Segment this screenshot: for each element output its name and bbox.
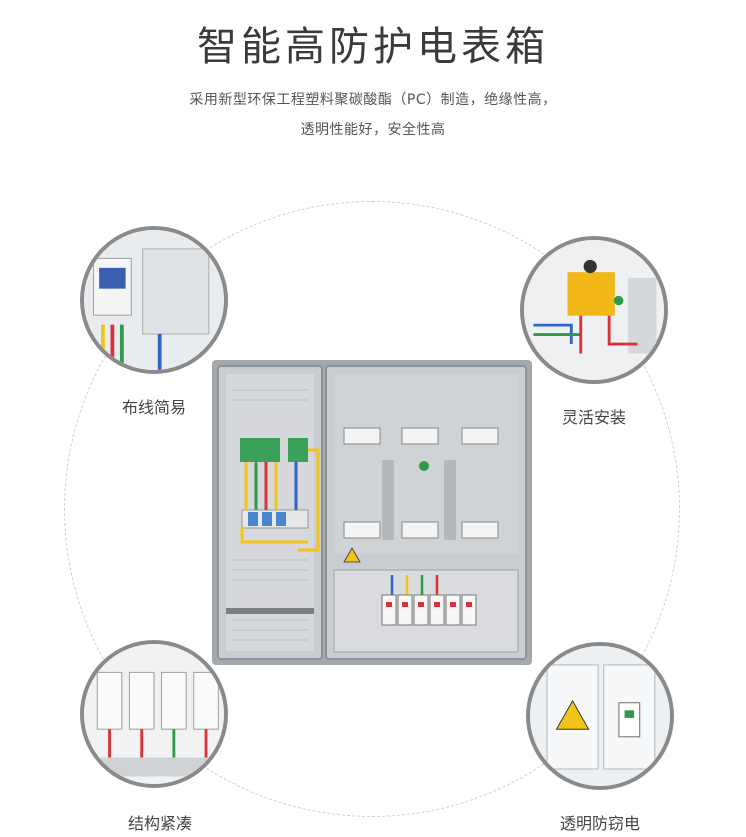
- subtitle-line-2: 透明性能好，安全性高: [300, 122, 446, 138]
- feature-label-transparent: 透明防窃电: [559, 814, 640, 833]
- feature-compact-bubble: [80, 640, 228, 788]
- meter-cabinet-graphic: [212, 360, 532, 665]
- meter-cabinet-illustration: [212, 360, 532, 665]
- page-title: 智能高防护电表箱: [197, 24, 549, 70]
- dashed-ring: [64, 201, 680, 817]
- feature-wiring-bubble: [80, 226, 228, 374]
- wiring-photo-icon: [84, 230, 224, 370]
- feature-label-mounting: 灵活安装: [561, 408, 626, 427]
- subtitle-line-1: 采用新型环保工程塑料聚碳酸酯（PC）制造，绝缘性高，: [189, 92, 557, 108]
- mounting-photo-icon: [524, 240, 664, 380]
- compact-photo-icon: [84, 644, 224, 784]
- feature-transparent-bubble: [526, 642, 674, 790]
- feature-mounting-bubble: [520, 236, 668, 384]
- transparent-photo-icon: [530, 646, 670, 786]
- feature-label-compact: 结构紧凑: [127, 814, 192, 833]
- feature-label-wiring: 布线简易: [121, 398, 186, 417]
